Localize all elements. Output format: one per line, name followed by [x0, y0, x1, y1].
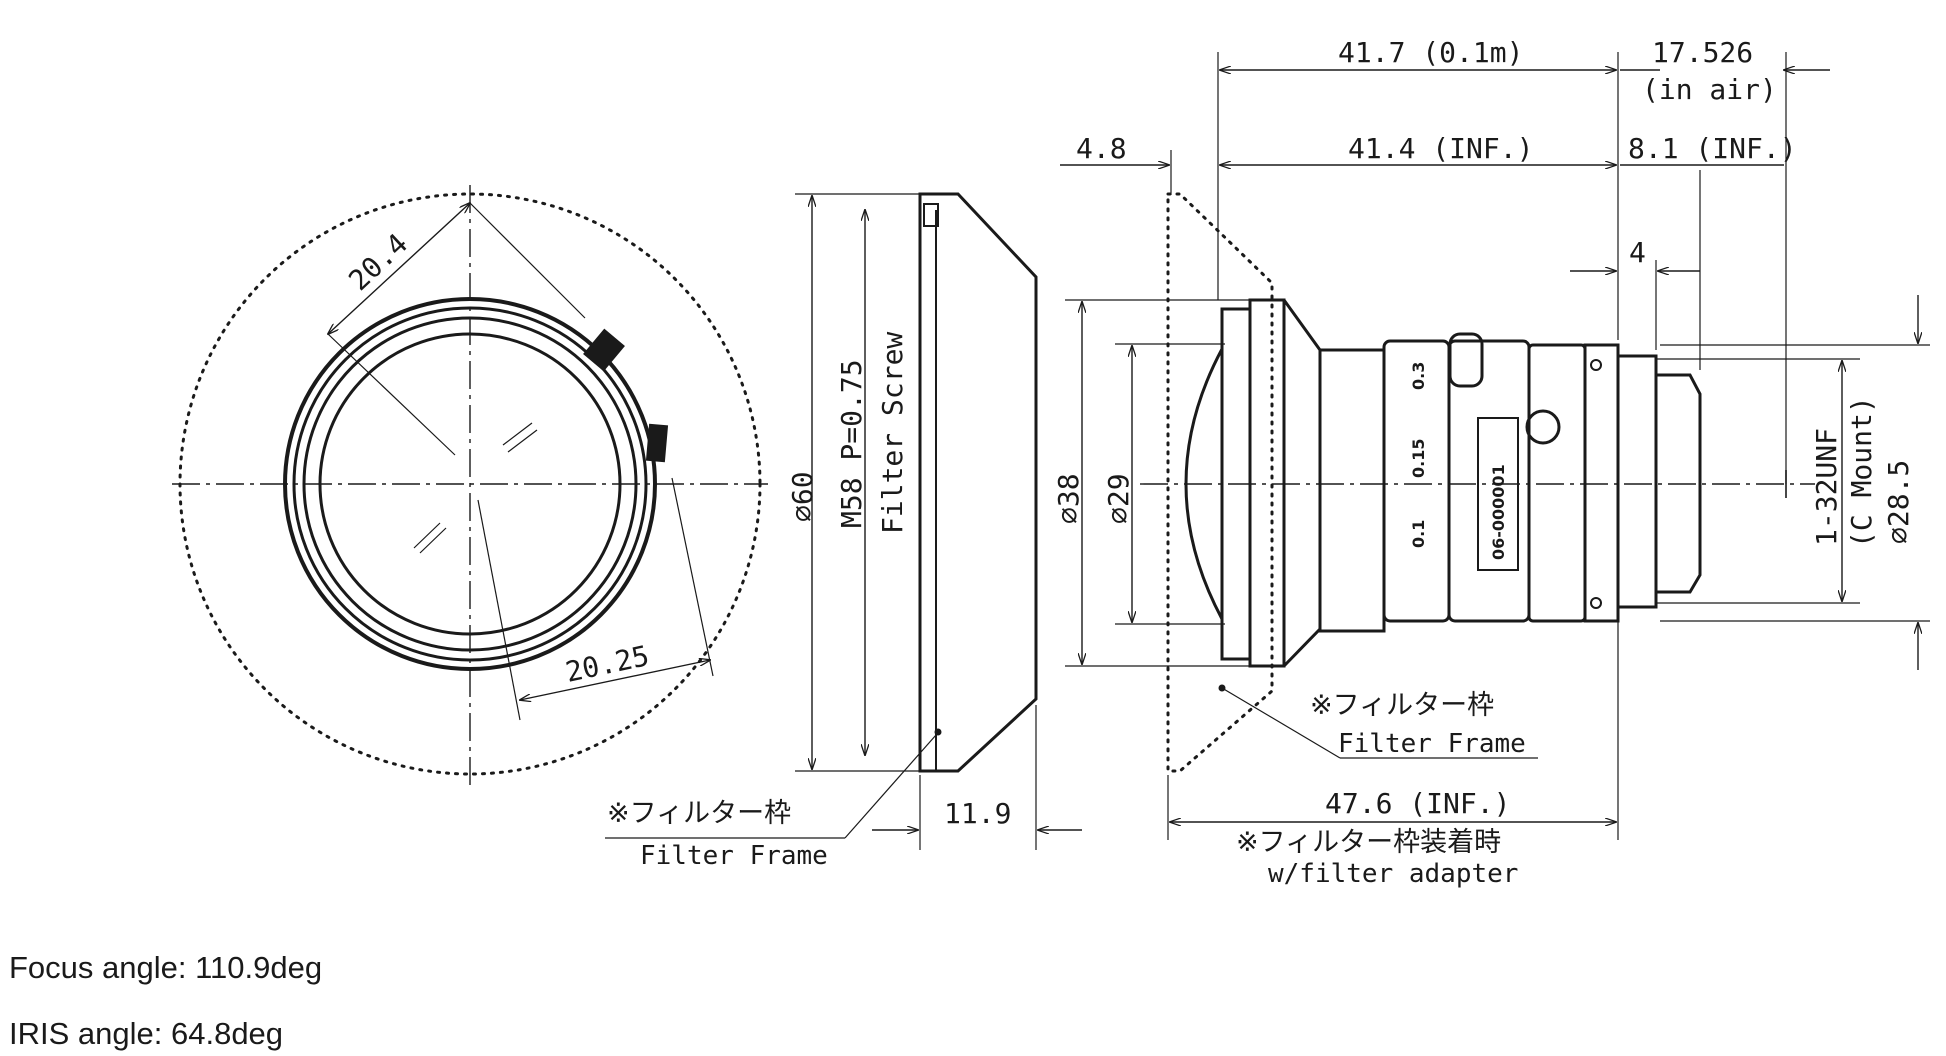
focus-angle-text: Focus angle: 110.9deg — [9, 950, 323, 985]
lens-filter-frame-label-en: Filter Frame — [1338, 729, 1526, 759]
filter-frame-body — [918, 192, 1038, 773]
rear-barrel — [1527, 343, 1587, 623]
front-taper — [1282, 299, 1322, 668]
front-element — [1184, 348, 1224, 620]
mount-thread-body — [1656, 373, 1702, 594]
filter-frame-label-jp: ※フィルター枠 — [607, 798, 791, 829]
mount-thread-text: 1-32UNF — [1810, 428, 1843, 546]
rear-screw-top — [1590, 359, 1602, 371]
filter-frame-label-en: Filter Frame — [640, 841, 828, 871]
lens-side-view — [1060, 52, 1930, 840]
dim-radius-inner-ext2 — [671, 477, 714, 677]
iris-knob — [645, 423, 669, 463]
adapter-outline-dotted — [1166, 192, 1274, 773]
filter-frame-side-view — [605, 192, 1082, 850]
front-view — [172, 185, 768, 785]
dim-bfair-note: (in air) — [1642, 73, 1777, 106]
thread-spec-text: M58 P=0.75 — [835, 359, 868, 528]
dim-d29-text: ∅29 — [1102, 473, 1135, 524]
focus-scale-mark: 0.1 — [1409, 520, 1428, 548]
leader-filter-frame — [844, 734, 937, 839]
dim-bfair-text: 17.526 — [1652, 36, 1753, 69]
glass-hatch — [413, 522, 441, 549]
dim-diameter-60-text: ∅60 — [786, 471, 819, 522]
dim-mount-depth-text: 4 — [1629, 236, 1646, 269]
dim-radius-outer-text: 20.4 — [342, 227, 414, 297]
filter-frame-notch — [923, 203, 939, 227]
glass-hatch — [502, 422, 533, 446]
serial-number-text: 06-000001 — [1489, 464, 1508, 560]
lens-filter-frame-label-jp: ※フィルター枠 — [1310, 690, 1494, 721]
focus-scale-mark: 0.15 — [1409, 439, 1428, 478]
iris-angle-text: IRIS angle: 64.8deg — [9, 1016, 284, 1051]
glass-hatch — [419, 527, 447, 554]
dim-inf-text: 41.4 (INF.) — [1348, 132, 1533, 165]
thread-label-text: Filter Screw — [876, 332, 909, 534]
focus-knob — [583, 328, 625, 372]
focus-knob-side — [1448, 332, 1484, 388]
dim-offset-text: 4.8 — [1076, 132, 1127, 165]
dim-radius-inner-line — [520, 660, 710, 700]
adapter-label-jp: ※フィルター枠装着時 — [1236, 827, 1501, 858]
rear-collar — [1583, 343, 1620, 623]
rear-screw-bottom — [1590, 597, 1602, 609]
leader-adapter — [1221, 687, 1341, 759]
iris-knob-side — [1525, 409, 1561, 445]
mount-flange — [1616, 354, 1658, 609]
dim-radius-outer-line — [328, 203, 470, 334]
dim-radius-inner-ext — [477, 499, 521, 721]
serial-plate — [1477, 417, 1519, 571]
filter-frame-dot — [934, 728, 942, 736]
glass-hatch — [507, 429, 538, 453]
lens-dimension-drawing: 20.4 20.25 ∅60 M58 P=0.75 Filter Screw 1… — [172, 36, 1930, 889]
focus-scale-mark: 0.3 — [1409, 362, 1428, 390]
dim-total-text: 47.6 (INF.) — [1325, 787, 1510, 820]
dim-bfinf-text: 8.1 (INF.) — [1628, 132, 1797, 165]
dim-d38-text: ∅38 — [1052, 473, 1085, 524]
front-barrel — [1248, 298, 1286, 668]
dim-thickness-text: 11.9 — [944, 797, 1011, 830]
mount-type-text: (C Mount) — [1845, 396, 1878, 548]
dim-radius-outer-ext2 — [469, 202, 586, 319]
dim-close-text: 41.7 (0.1m) — [1338, 36, 1523, 69]
adapter-label-en: w/filter adapter — [1268, 859, 1518, 889]
mid-barrel — [1318, 348, 1386, 633]
mount-diameter-text: ∅28.5 — [1882, 460, 1915, 544]
dim-radius-outer-ext — [327, 333, 456, 456]
